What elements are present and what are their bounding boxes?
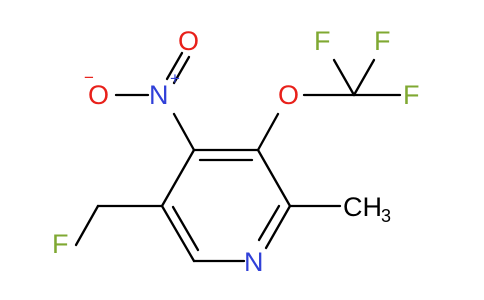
atom-o-nitro-left: O xyxy=(88,80,109,110)
atom-labels: F O O − N + O F F F N CH 3 xyxy=(52,26,420,277)
atom-f-cf3-right: F xyxy=(374,26,391,56)
charge-minus: − xyxy=(84,68,94,87)
charge-plus: + xyxy=(170,69,180,88)
atom-f-cf3-bottom: F xyxy=(403,80,420,110)
bond-c2-n xyxy=(264,204,292,250)
bond-c2-n-inner xyxy=(257,204,281,242)
atom-f-fluoromethyl: F xyxy=(52,229,69,259)
atom-o-nitro-top: O xyxy=(178,26,199,56)
bond-c3-ether xyxy=(256,112,280,152)
ring-bonds xyxy=(160,148,292,263)
bond-nitro-o-top-2 xyxy=(172,55,191,85)
bond-cf3-f-left xyxy=(332,58,356,97)
atom-f-cf3-left: F xyxy=(314,26,331,56)
atom-o-ether: O xyxy=(278,80,299,110)
bond-c4-nitro xyxy=(172,112,196,152)
bond-c6-c5 xyxy=(160,204,196,263)
atom-ch3-label: CH xyxy=(343,192,382,222)
atom-n-nitro: N xyxy=(149,80,169,110)
bond-nitro-o-top xyxy=(165,51,184,81)
bond-cf3-f-right xyxy=(352,58,376,97)
substituent-bonds xyxy=(74,51,402,247)
bond-ch2-f xyxy=(74,204,100,247)
bond-c6-c5-inner xyxy=(171,205,200,252)
bond-c5-c4 xyxy=(160,148,196,208)
atom-n-ring: N xyxy=(244,247,264,277)
atom-ch3-subscript: 3 xyxy=(381,206,391,226)
bond-c3-c2 xyxy=(256,148,292,208)
